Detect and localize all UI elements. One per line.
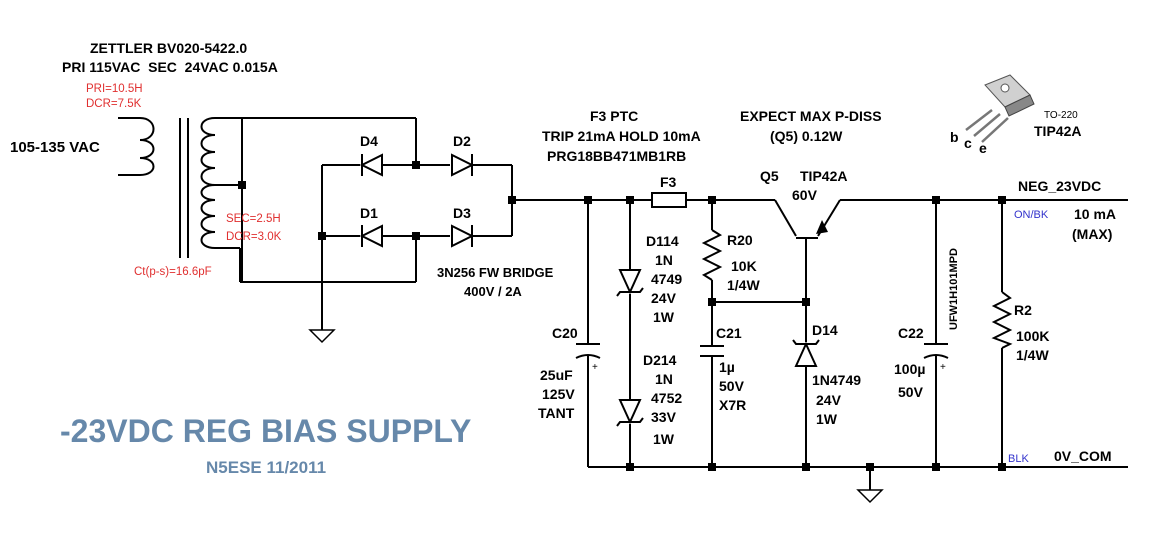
secondary-inductance-label: SEC=2.5H bbox=[226, 213, 281, 225]
pdiss-line1-label: EXPECT MAX P-DISS bbox=[740, 108, 882, 124]
output-wire-color-label: ON/BK bbox=[1014, 209, 1049, 221]
q5-ref-label: Q5 bbox=[760, 168, 779, 184]
junction-dots bbox=[238, 161, 1006, 471]
r2-ref-label: R2 bbox=[1014, 302, 1032, 318]
d114-l3-label: 24V bbox=[651, 290, 677, 306]
c22-part-label: UFW1H101MPD bbox=[948, 248, 960, 330]
resistor-r20 bbox=[701, 229, 723, 281]
c20-plus-label: + bbox=[592, 362, 598, 373]
f3-title-label: F3 PTC bbox=[590, 108, 638, 124]
c20-value-label: 25uF bbox=[540, 367, 573, 383]
r2-power-label: 1/4W bbox=[1016, 347, 1049, 363]
d2-label: D2 bbox=[453, 133, 471, 149]
d3-label: D3 bbox=[453, 205, 471, 221]
primary-inductance-label: PRI=10.5H bbox=[86, 83, 143, 95]
c21-type-label: X7R bbox=[719, 397, 746, 413]
diode-d4 bbox=[359, 153, 383, 177]
c22-ref-label: C22 bbox=[898, 325, 924, 341]
capacitor-c20 bbox=[575, 343, 601, 359]
d14-volt-label: 24V bbox=[816, 392, 842, 408]
diode-d1 bbox=[359, 224, 383, 248]
diode-d2 bbox=[451, 153, 475, 177]
d4-label: D4 bbox=[360, 133, 378, 149]
schematic-title: -23VDC REG BIAS SUPPLY bbox=[60, 413, 471, 449]
r20-ref-label: R20 bbox=[727, 232, 753, 248]
d14-part-label: 1N4749 bbox=[812, 372, 861, 388]
capacitor-c22 bbox=[923, 343, 949, 359]
d214-l2-label: 4752 bbox=[651, 390, 682, 406]
f3-ref-label: F3 bbox=[660, 174, 677, 190]
diode-d3 bbox=[451, 224, 475, 248]
d214-l1-label: 1N bbox=[655, 371, 673, 387]
c22-value-label: 100µ bbox=[894, 361, 925, 377]
d14-ref-label: D14 bbox=[812, 322, 838, 338]
zener-d214 bbox=[616, 399, 644, 427]
to220-part-label: TIP42A bbox=[1034, 123, 1081, 139]
output-current-label: 10 mA bbox=[1074, 206, 1116, 222]
common-wire-color-label: BLK bbox=[1008, 453, 1029, 465]
q5-volt-label: 60V bbox=[792, 187, 818, 203]
d214-l4-label: 1W bbox=[653, 431, 675, 447]
common-net-label: 0V_COM bbox=[1054, 448, 1112, 464]
r20-value-label: 10K bbox=[731, 258, 757, 274]
d114-l4-label: 1W bbox=[653, 309, 675, 325]
d114-l2-label: 4749 bbox=[651, 271, 682, 287]
f3-trip-label: TRIP 21mA HOLD 10mA bbox=[542, 128, 701, 144]
c20-type-label: TANT bbox=[538, 405, 575, 421]
input-voltage-label: 105-135 VAC bbox=[10, 139, 100, 156]
transformer-symbol bbox=[139, 117, 216, 258]
fuse-f3 bbox=[651, 192, 687, 208]
ground-symbol-bridge bbox=[308, 329, 336, 344]
zener-d14 bbox=[792, 339, 820, 367]
d14-power-label: 1W bbox=[816, 411, 838, 427]
capacitor-c21 bbox=[700, 345, 724, 357]
r20-power-label: 1/4W bbox=[727, 277, 760, 293]
transistor-q5 bbox=[774, 199, 841, 239]
r2-value-label: 100K bbox=[1016, 328, 1049, 344]
d214-ref-label: D214 bbox=[643, 352, 677, 368]
c20-ref-label: C20 bbox=[552, 325, 578, 341]
secondary-dcr-label: DCR=3.0K bbox=[226, 231, 282, 243]
to220-e-label: e bbox=[979, 140, 987, 156]
d114-l1-label: 1N bbox=[655, 252, 673, 268]
transformer-rating-label: PRI 115VAC SEC 24VAC 0.015A bbox=[62, 59, 278, 75]
d114-ref-label: D114 bbox=[646, 233, 679, 249]
capacitance-ps-label: Ct(p-s)=16.6pF bbox=[134, 266, 212, 278]
to220-pkg-label: TO-220 bbox=[1044, 110, 1078, 121]
c21-ref-label: C21 bbox=[716, 325, 742, 341]
to220-b-label: b bbox=[950, 129, 959, 145]
d1-label: D1 bbox=[360, 205, 378, 221]
c20-volt-label: 125V bbox=[542, 386, 575, 402]
output-net-label: NEG_23VDC bbox=[1018, 178, 1101, 194]
to220-c-label: c bbox=[964, 135, 972, 151]
c22-plus-label: + bbox=[940, 362, 946, 373]
to220-package-icon bbox=[965, 74, 1035, 143]
c21-volt-label: 50V bbox=[719, 378, 745, 394]
schematic-author-date: N5ESE 11/2011 bbox=[206, 458, 326, 477]
c22-volt-label: 50V bbox=[898, 384, 924, 400]
bridge-rating-label: 400V / 2A bbox=[464, 284, 522, 299]
bridge-part-label: 3N256 FW BRIDGE bbox=[437, 265, 554, 280]
c21-value-label: 1µ bbox=[719, 359, 735, 375]
resistor-r2 bbox=[991, 291, 1013, 349]
q5-part-label: TIP42A bbox=[800, 168, 847, 184]
zener-d114 bbox=[616, 269, 644, 297]
primary-dcr-label: DCR=7.5K bbox=[86, 98, 142, 110]
output-max-label: (MAX) bbox=[1072, 226, 1112, 242]
transformer-part-label: ZETTLER BV020-5422.0 bbox=[90, 40, 247, 56]
d214-l3-label: 33V bbox=[651, 409, 677, 425]
pdiss-line2-label: (Q5) 0.12W bbox=[770, 128, 843, 144]
ground-symbol-main bbox=[856, 489, 884, 504]
f3-part-label: PRG18BB471MB1RB bbox=[547, 148, 686, 164]
